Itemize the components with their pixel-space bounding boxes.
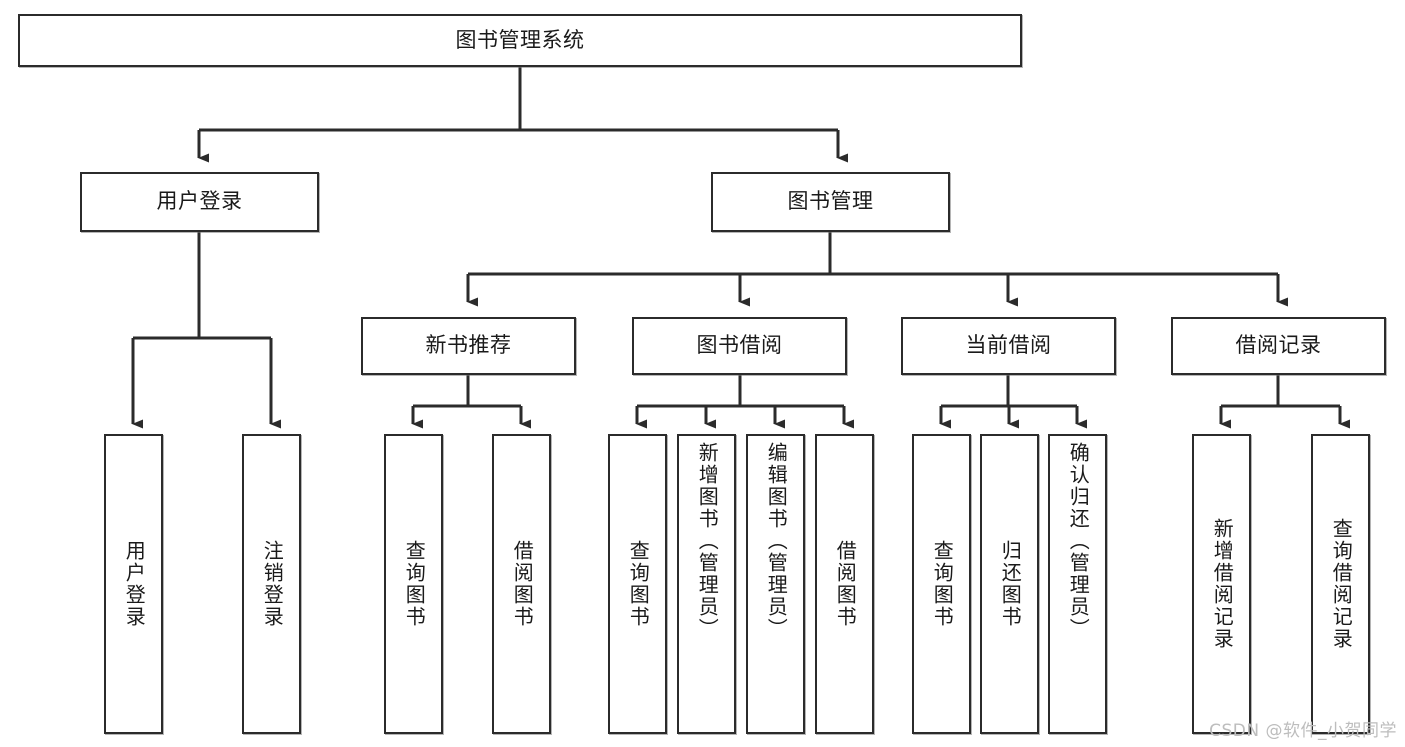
node-book-manage[interactable]: 图书管理 (711, 172, 950, 232)
node-leaf-add-borrow-record[interactable]: 新增借阅记录 (1192, 434, 1251, 734)
node-borrow-record[interactable]: 借阅记录 (1171, 317, 1386, 375)
node-leaf-return-book[interactable]: 归还图书 (980, 434, 1039, 734)
node-leaf-query-borrow-record-label: 查询借阅记录 (1329, 518, 1354, 650)
node-leaf-query-book-2-label: 查询图书 (626, 540, 651, 628)
node-book-borrow-label: 图书借阅 (696, 333, 783, 358)
node-leaf-edit-book[interactable]: 编辑图书（管理员） (746, 434, 805, 734)
node-leaf-borrow-book-2-label: 借阅图书 (833, 540, 858, 628)
node-borrow-record-label: 借阅记录 (1235, 333, 1322, 358)
node-leaf-borrow-book-2[interactable]: 借阅图书 (815, 434, 874, 734)
node-leaf-add-book-label: 新增图书（管理员） (695, 442, 720, 640)
node-new-book-recommend-label: 新书推荐 (425, 333, 512, 358)
node-leaf-user-login[interactable]: 用户登录 (104, 434, 163, 734)
node-leaf-query-book-1-label: 查询图书 (402, 540, 427, 628)
node-leaf-borrow-book-1[interactable]: 借阅图书 (492, 434, 551, 734)
node-current-borrow[interactable]: 当前借阅 (901, 317, 1116, 375)
node-leaf-add-book[interactable]: 新增图书（管理员） (677, 434, 736, 734)
node-leaf-return-book-label: 归还图书 (998, 540, 1023, 628)
watermark-text: CSDN @软件_小贺同学 (1209, 721, 1397, 741)
node-leaf-query-book-1[interactable]: 查询图书 (384, 434, 443, 734)
node-leaf-borrow-book-1-label: 借阅图书 (510, 540, 535, 628)
node-user-login[interactable]: 用户登录 (80, 172, 319, 232)
node-leaf-edit-book-label: 编辑图书（管理员） (764, 442, 789, 640)
node-current-borrow-label: 当前借阅 (965, 333, 1052, 358)
node-leaf-logout-login[interactable]: 注销登录 (242, 434, 301, 734)
node-user-login-label: 用户登录 (156, 189, 243, 214)
node-book-manage-label: 图书管理 (787, 189, 874, 214)
node-leaf-query-book-3-label: 查询图书 (930, 540, 955, 628)
node-leaf-query-book-2[interactable]: 查询图书 (608, 434, 667, 734)
node-leaf-confirm-return-label: 确认归还（管理员） (1066, 442, 1091, 640)
node-leaf-confirm-return[interactable]: 确认归还（管理员） (1048, 434, 1107, 734)
node-root[interactable]: 图书管理系统 (18, 14, 1022, 67)
node-leaf-logout-login-label: 注销登录 (260, 540, 285, 628)
node-new-book-recommend[interactable]: 新书推荐 (361, 317, 576, 375)
node-leaf-query-borrow-record[interactable]: 查询借阅记录 (1311, 434, 1370, 734)
node-leaf-query-book-3[interactable]: 查询图书 (912, 434, 971, 734)
node-leaf-user-login-label: 用户登录 (122, 540, 147, 628)
node-book-borrow[interactable]: 图书借阅 (632, 317, 847, 375)
node-root-label: 图书管理系统 (455, 27, 585, 52)
node-leaf-add-borrow-record-label: 新增借阅记录 (1210, 518, 1235, 650)
